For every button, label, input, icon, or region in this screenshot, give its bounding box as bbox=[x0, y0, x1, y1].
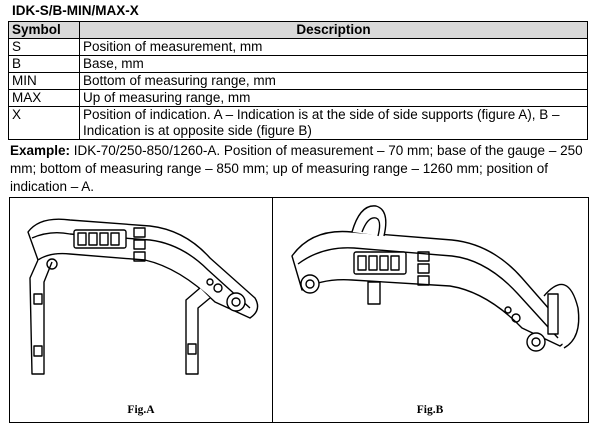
table-row: MIN Bottom of measuring range, mm bbox=[8, 72, 588, 90]
figure-a-caption: Fig.A bbox=[127, 404, 155, 416]
symbol-cell: X bbox=[8, 106, 80, 140]
description-cell: Position of indication. A – Indication i… bbox=[79, 106, 588, 140]
table-row: MAX Up of measuring range, mm bbox=[8, 89, 588, 107]
description-cell: Up of measuring range, mm bbox=[79, 89, 588, 107]
figure-b-caption: Fig.B bbox=[416, 404, 444, 416]
document-title: IDK-S/B-MIN/MAX-X bbox=[12, 3, 139, 18]
example-text: IDK-70/250-850/1260-A. Position of measu… bbox=[10, 143, 583, 194]
description-cell: Base, mm bbox=[79, 55, 588, 73]
symbol-table: Symbol Description S Position of measure… bbox=[8, 21, 588, 140]
symbol-cell: B bbox=[8, 55, 80, 73]
table-header-row: Symbol Description bbox=[8, 21, 588, 39]
gauge-drawing-b bbox=[291, 205, 580, 352]
example-label: Example: bbox=[10, 143, 71, 158]
example-paragraph: Example: IDK-70/250-850/1260-A. Position… bbox=[10, 142, 588, 196]
symbol-cell: S bbox=[8, 38, 80, 56]
description-cell: Position of measurement, mm bbox=[79, 38, 588, 56]
table-row: B Base, mm bbox=[8, 55, 588, 73]
description-cell: Bottom of measuring range, mm bbox=[79, 72, 588, 90]
figure-b: Fig.B bbox=[272, 198, 588, 422]
table-row: S Position of measurement, mm bbox=[8, 38, 588, 56]
table-row: X Position of indication. A – Indication… bbox=[8, 106, 588, 140]
figures-frame: Fig.A bbox=[9, 197, 589, 423]
symbol-cell: MIN bbox=[8, 72, 80, 90]
gauge-drawing-a bbox=[27, 218, 259, 375]
figure-a: Fig.A bbox=[10, 198, 273, 422]
column-header-description: Description bbox=[79, 21, 588, 39]
symbol-cell: MAX bbox=[8, 89, 80, 107]
column-header-symbol: Symbol bbox=[8, 21, 80, 39]
